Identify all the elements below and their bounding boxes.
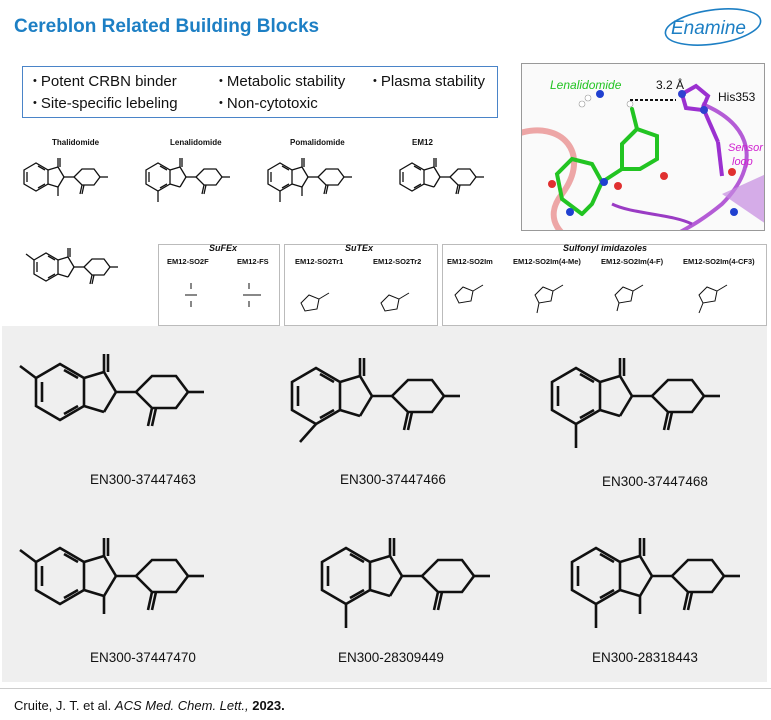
sutex-warhead-structures [300, 292, 410, 312]
compound-structure [550, 356, 722, 448]
compound-structure [19, 352, 206, 428]
warhead-label: EM12-FS [237, 257, 269, 266]
sufex-warhead-structures [185, 283, 261, 307]
warhead-label: EM12-SO2Im(4-CF3) [683, 257, 755, 266]
sufex-group: SuFEx EM12-SO2F EM12-FS [158, 243, 280, 326]
warhead-label: EM12-SO2Im(4-F) [601, 257, 664, 266]
warhead-label: EM12-SO2F [167, 257, 209, 266]
imidazole-warhead-structures [454, 284, 728, 314]
loop-label: loop [732, 156, 753, 168]
residue-label: His353 [718, 90, 756, 104]
ligand-label: Lenalidomide [550, 78, 622, 92]
compound-id: EN300-37447470 [90, 650, 196, 665]
warhead-label: EM12-SO2Tr1 [295, 257, 344, 266]
compound-id: EN300-37447463 [90, 472, 196, 487]
compound-id: EN300-28318443 [592, 650, 698, 665]
r-substituted-em12-structure [25, 247, 119, 285]
page-title: Cereblon Related Building Blocks [14, 16, 320, 37]
thalidomide-structure [23, 157, 109, 196]
ref-compound-label: Pomalidomide [290, 138, 345, 147]
citation-authors: Cruite, J. T. et al. [14, 698, 115, 713]
em12-structure [399, 157, 485, 195]
features-box: •Potent CRBN binder •Metabolic stability… [22, 66, 498, 118]
feature-item: •Metabolic stability [219, 73, 346, 90]
footer-divider [0, 688, 771, 689]
building-block-gallery: EN300-37447463 EN300-37447466 EN300-3744… [2, 326, 767, 682]
compound-structure [19, 536, 206, 614]
distance-label: 3.2 Å [656, 78, 685, 92]
feature-item: •Plasma stability [373, 73, 486, 90]
feature-item: •Non-cytotoxic [219, 95, 318, 112]
sensor-label: Sensor [728, 142, 763, 154]
compound-id: EN300-37447468 [602, 474, 708, 489]
compound-id: EN300-28309449 [338, 650, 444, 665]
compound-structure [570, 536, 742, 628]
enamine-logo: Enamine [663, 6, 763, 46]
warhead-label: EM12-SO2Im(4-Me) [513, 257, 581, 266]
feature-item: •Potent CRBN binder [33, 73, 177, 90]
sulfonyl-imidazole-group: Sulfonyl imidazoles EM12-SO2Im EM12-SO2I… [442, 243, 767, 326]
compound-id: EN300-37447466 [340, 472, 446, 487]
feature-item: •Site-specific lebeling [33, 95, 178, 112]
ref-compound-label: Thalidomide [52, 138, 100, 147]
compound-structure [320, 536, 492, 628]
pomalidomide-structure [267, 157, 353, 202]
compound-structure [290, 356, 462, 443]
ref-compound-label: Lenalidomide [170, 138, 222, 147]
logo-text: Enamine [671, 18, 746, 39]
crystal-structure-panel: Lenalidomide 3.2 Å His353 Sensor loop [521, 63, 765, 231]
ref-compound-label: EM12 [412, 138, 433, 147]
citation-journal: ACS Med. Chem. Lett., [114, 698, 249, 713]
sutex-group: SuTEx EM12-SO2Tr1 EM12-SO2Tr2 [284, 243, 438, 326]
warhead-label: EM12-SO2Tr2 [373, 257, 422, 266]
lenalidomide-structure [145, 157, 231, 202]
protein-ribbon-graphic [522, 83, 764, 230]
citation: Cruite, J. T. et al. ACS Med. Chem. Lett… [14, 698, 285, 713]
citation-year: 2023. [252, 698, 285, 713]
warhead-label: EM12-SO2Im [447, 257, 493, 266]
